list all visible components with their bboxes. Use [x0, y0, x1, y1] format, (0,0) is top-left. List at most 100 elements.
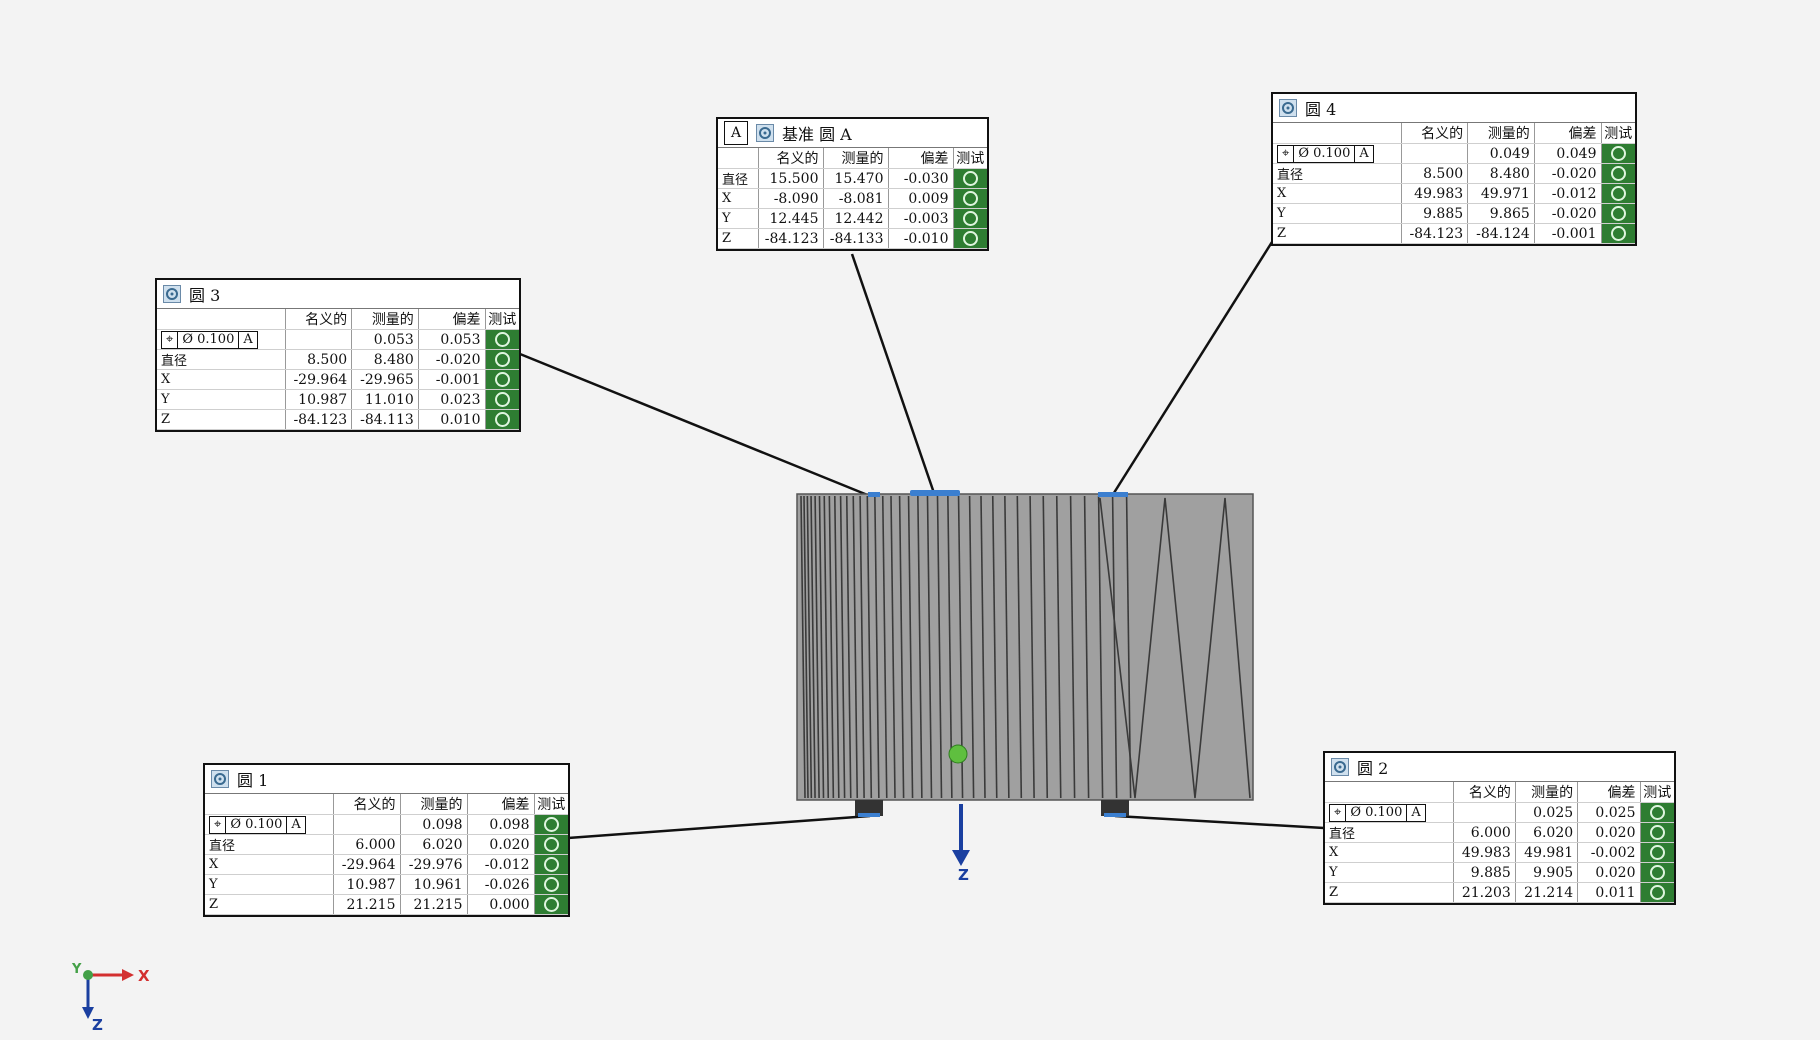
pass-indicator-icon [494, 352, 510, 367]
test-status-cell [534, 814, 568, 835]
column-header-test: 测试 [953, 148, 987, 169]
panel-title-text: 圆 2 [1357, 759, 1389, 778]
nominal-cell: 9.885 [1401, 203, 1469, 224]
measured-cell: 0.025 [1515, 802, 1579, 823]
row-label: 直径 [157, 349, 286, 370]
triad-z-label: Z [92, 1016, 103, 1034]
row-label: Z [157, 409, 286, 430]
column-header-test: 测试 [1601, 123, 1635, 144]
position-symbol-icon: ⌖ [162, 331, 179, 348]
test-status-cell [485, 329, 519, 350]
column-header-deviation: 偏差 [1577, 782, 1641, 803]
measured-cell: 15.470 [823, 168, 889, 189]
deviation-cell: -0.002 [1577, 842, 1641, 863]
part-body[interactable] [796, 490, 1254, 817]
nominal-cell [1453, 802, 1516, 823]
nominal-cell: 15.500 [758, 168, 824, 189]
test-status-cell [485, 409, 519, 430]
deviation-cell: -0.026 [467, 874, 535, 895]
panel-title: 圆 3 [157, 280, 519, 309]
test-status-cell [1640, 802, 1674, 823]
column-header-nominal: 名义的 [758, 148, 824, 169]
row-label: Z [205, 894, 334, 915]
panel-title-text: 基准 圆 A [782, 125, 852, 144]
nominal-cell: 8.500 [1401, 163, 1469, 184]
deviation-cell: -0.030 [888, 168, 954, 189]
pass-indicator-icon [543, 857, 559, 872]
test-status-cell [953, 188, 987, 209]
row-label: X [1325, 842, 1454, 863]
leader-lines [519, 241, 1325, 840]
measured-cell: -84.133 [823, 228, 889, 249]
deviation-cell: 0.098 [467, 814, 535, 835]
row-label: X [157, 369, 286, 390]
test-status-cell [485, 349, 519, 370]
nominal-cell: 8.500 [285, 349, 353, 370]
circle-feature-icon [1279, 99, 1297, 117]
row-label: 直径 [1273, 163, 1402, 184]
row-label: Z [1273, 223, 1402, 244]
deviation-cell: 0.011 [1577, 882, 1641, 903]
column-header-measured: 测量的 [1467, 123, 1535, 144]
deviation-cell: 0.053 [418, 329, 486, 350]
pass-indicator-icon [1649, 865, 1665, 880]
test-status-cell [953, 208, 987, 229]
column-header-measured: 测量的 [1515, 782, 1579, 803]
deviation-cell: 0.010 [418, 409, 486, 430]
deviation-cell: -0.020 [1534, 203, 1602, 224]
datum-letter-box: A [724, 121, 748, 145]
column-header-test: 测试 [485, 309, 519, 330]
pass-indicator-icon [543, 897, 559, 912]
deviation-cell: 0.009 [888, 188, 954, 209]
position-symbol-icon: ⌖ [1278, 145, 1295, 162]
row-label: 直径 [1325, 822, 1454, 843]
measured-cell: 12.442 [823, 208, 889, 229]
leader-line-circle-2 [1114, 814, 1325, 830]
table-header-row: 名义的 测量的 偏差 测试 [157, 309, 519, 330]
row-label: Y [1273, 203, 1402, 224]
probe-point [948, 744, 968, 764]
table-row: X-29.964-29.965-0.001 [157, 369, 519, 390]
column-header-deviation: 偏差 [888, 148, 954, 169]
pass-indicator-icon [494, 412, 510, 427]
test-status-cell [953, 228, 987, 249]
tolerance-value: Ø 0.100 [226, 816, 288, 833]
table-row: Z-84.123-84.133-0.010 [718, 228, 987, 249]
measured-cell: -29.965 [351, 369, 419, 390]
deviation-cell: 0.020 [1577, 822, 1641, 843]
part-z-label: Z [958, 866, 969, 884]
datum-reference: A [1359, 145, 1369, 161]
test-status-cell [1640, 822, 1674, 843]
deviation-cell: 0.020 [467, 834, 535, 855]
row-label: X [718, 188, 759, 209]
test-status-cell [485, 369, 519, 390]
test-status-cell [1601, 223, 1635, 244]
nominal-cell: -84.123 [285, 409, 353, 430]
pass-indicator-icon [494, 392, 510, 407]
circle-feature-icon [1331, 758, 1349, 776]
nominal-cell: -8.090 [758, 188, 824, 209]
nominal-cell: 6.000 [333, 834, 401, 855]
column-header-test: 测试 [1640, 782, 1674, 803]
table-header-row: 名义的 测量的 偏差 测试 [718, 148, 987, 169]
